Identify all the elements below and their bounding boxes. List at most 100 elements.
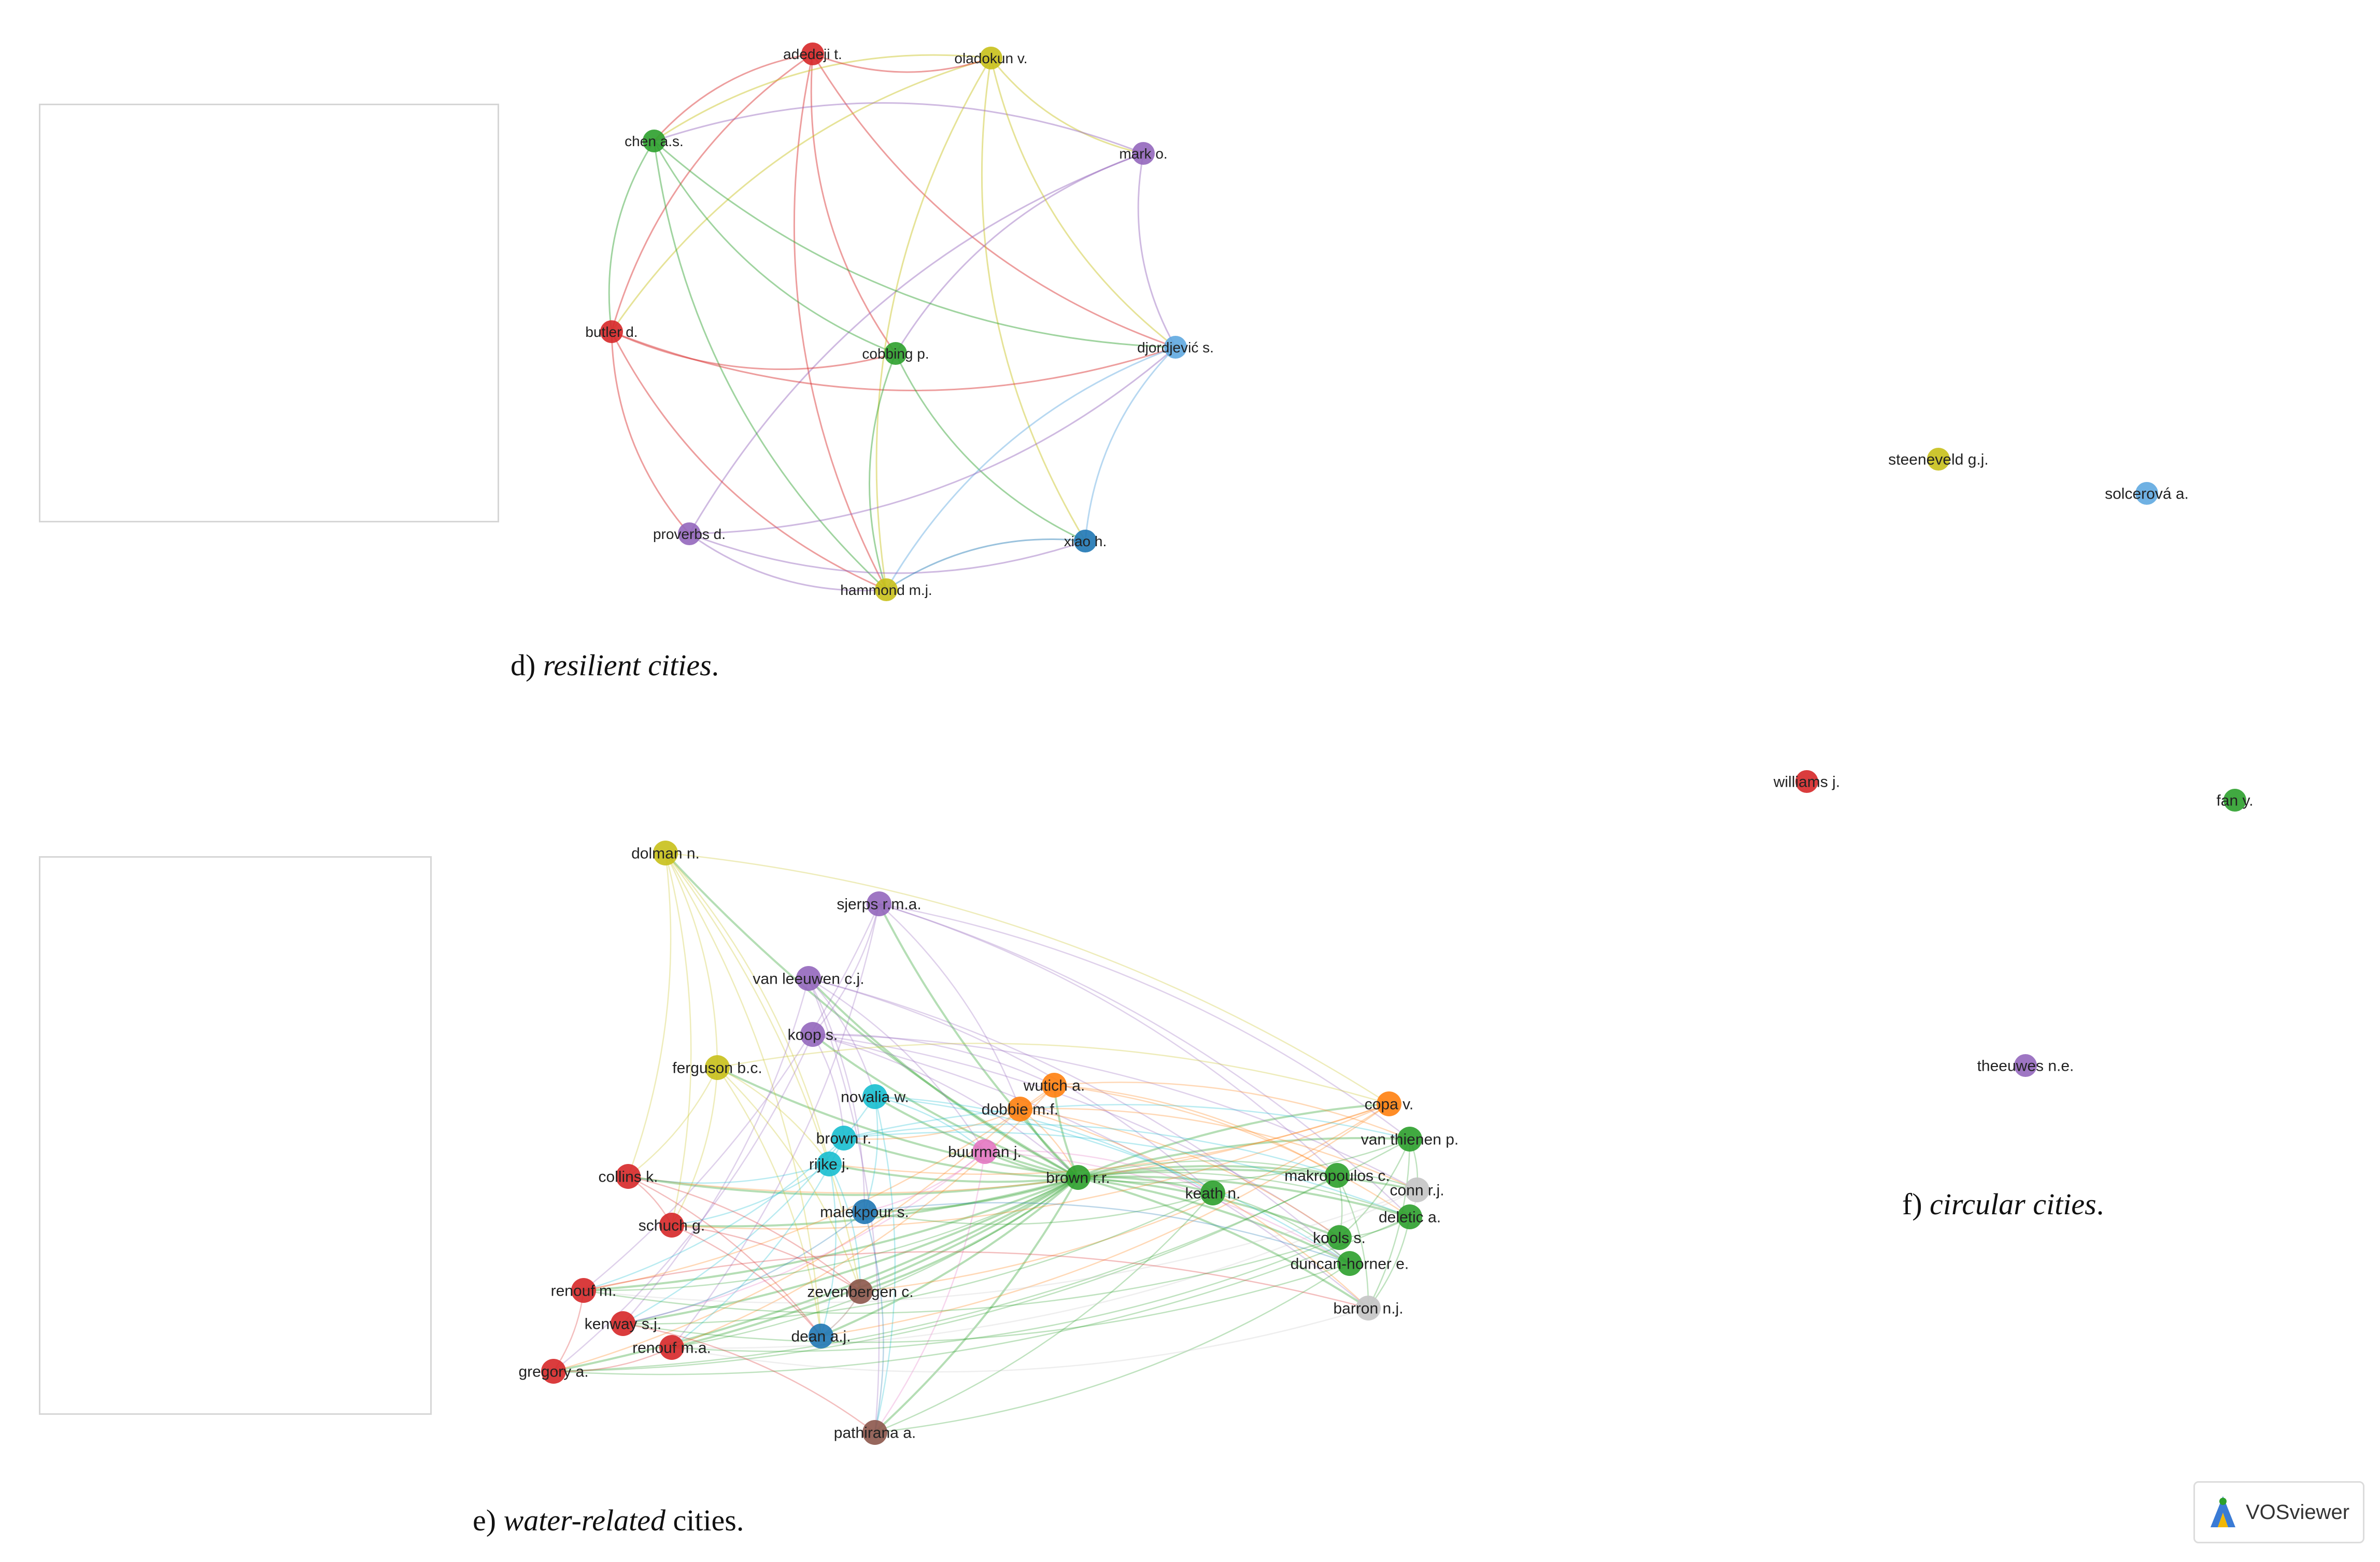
edge-e_main-102	[628, 1163, 830, 1184]
node-label: keath n.	[1185, 1185, 1241, 1202]
edge-e_main-112	[622, 1192, 1213, 1325]
edge-e_main-18	[1078, 1175, 1410, 1218]
edge-e_main-84	[671, 1103, 1390, 1230]
node-circle	[571, 1278, 596, 1303]
edge-e_main-96	[874, 1151, 986, 1433]
node-d_main-6: djordjević s.	[1137, 336, 1214, 359]
node-circle	[875, 578, 898, 601]
edge-d_main-29	[812, 53, 991, 73]
node-label: oladokun v.	[954, 50, 1027, 66]
node-label: xiao h.	[1064, 533, 1107, 549]
edge-e_main-26	[671, 1176, 1079, 1348]
edge-e_main-103	[671, 1163, 830, 1226]
node-label: chen a.s.	[625, 133, 684, 149]
node-label: pathirana a.	[834, 1425, 916, 1442]
node-circle	[653, 841, 678, 865]
edge-e_main-134	[622, 1262, 1350, 1343]
node-d_main-0: adedeji t.	[783, 42, 842, 65]
edge-d_main-13	[1137, 153, 1177, 348]
node-circle	[1066, 1165, 1090, 1190]
node-e_main-30: pathirana a.	[834, 1420, 916, 1445]
edge-e_main-45	[808, 977, 986, 1152]
edge-d_main-0	[653, 53, 813, 141]
edge-e_main-40	[879, 903, 1338, 1176]
node-e_main-23: renouf m.	[551, 1278, 616, 1303]
edge-e_main-90	[583, 1138, 844, 1291]
node-label: gregory a.	[518, 1364, 588, 1381]
edge-e_main-135	[874, 1262, 1350, 1433]
node-circle	[862, 1084, 887, 1109]
edge-d_main-18	[611, 331, 896, 370]
node-e_main-28: dean a.j.	[791, 1324, 851, 1348]
edge-e_main-111	[1212, 1192, 1350, 1264]
node-e_main-3: koop s.	[788, 1022, 838, 1047]
node-circle	[1356, 1296, 1381, 1320]
edge-e_main-109	[671, 1176, 1079, 1348]
node-circle	[659, 1335, 684, 1360]
edge-e_main-87	[843, 1104, 1410, 1140]
edge-d_main-4	[793, 53, 887, 590]
edge-e_main-46	[808, 977, 1213, 1194]
edge-d_main-12	[688, 152, 1144, 534]
node-d_main-1: oladokun v.	[954, 47, 1028, 69]
edge-e_main-27	[820, 1176, 1079, 1337]
edge-e_main-56	[812, 1033, 1369, 1309]
node-d_isolated-0: steeneveld g.j.	[1888, 448, 1989, 471]
node-e_main-7: dobbie m.f.	[982, 1097, 1058, 1121]
edge-e_main-78	[1019, 1107, 1418, 1191]
node-d_main-9: hammond m.j.	[840, 578, 932, 601]
node-circle	[796, 966, 821, 991]
node-f_isolated-2: theeuwes n.e.	[1977, 1054, 2074, 1077]
node-label: makropoulos c.	[1284, 1168, 1390, 1185]
edge-e_main-2	[808, 977, 1079, 1178]
node-e_main-9: brown r.	[816, 1126, 871, 1151]
node-e_main-17: conn r.j.	[1390, 1177, 1444, 1202]
edge-d_main-3	[810, 53, 897, 354]
node-circle	[1795, 770, 1818, 793]
edge-e_main-79	[1019, 1108, 1340, 1239]
edge-e_main-107	[1078, 1171, 1410, 1218]
edge-e_main-37	[812, 903, 880, 1035]
node-e_main-27: renouf m.a.	[632, 1335, 711, 1360]
edge-e_main-29	[874, 1177, 1079, 1433]
edge-e_main-55	[812, 1033, 1340, 1239]
node-label: malekpour s.	[820, 1204, 909, 1221]
edge-e_main-110	[864, 1192, 1213, 1225]
edge-e_main-94	[984, 1151, 1350, 1265]
edge-e_main-116	[1336, 1175, 1369, 1309]
edge-e_main-129	[553, 1216, 1410, 1375]
edge-d_main-23	[1084, 346, 1177, 542]
node-label: novalia w.	[841, 1089, 909, 1106]
node-label: kenway s.j.	[585, 1316, 661, 1333]
edge-e_main-54	[812, 1033, 1418, 1191]
node-label: duncan-horner e.	[1291, 1256, 1409, 1273]
node-label: fan y.	[2216, 792, 2253, 810]
node-e_main-12: rijke j.	[809, 1152, 849, 1176]
edge-d_main-5	[611, 57, 991, 332]
edge-d_main-21	[895, 353, 1086, 542]
node-e_main-10: buurman j.	[948, 1139, 1022, 1164]
edge-e_main-3	[812, 1033, 1079, 1178]
node-e_main-21: kools s.	[1313, 1225, 1366, 1250]
node-label: collins k.	[598, 1169, 658, 1186]
edge-e_main-95	[622, 1151, 985, 1325]
edge-e_main-75	[874, 1096, 896, 1433]
edge-e_main-61	[671, 1067, 718, 1226]
edge-e_main-93	[864, 1151, 985, 1213]
node-circle	[831, 1126, 856, 1151]
node-label: hammond m.j.	[840, 582, 932, 598]
edge-e_main-136	[583, 1251, 1369, 1309]
node-d_main-3: mark o.	[1119, 142, 1168, 165]
edge-e_main-32	[665, 853, 830, 1165]
node-label: conn r.j.	[1390, 1182, 1444, 1199]
edge-e_main-133	[671, 1237, 1340, 1352]
node-circle	[848, 1279, 873, 1304]
node-label: sjerps r.m.a.	[837, 896, 921, 913]
edge-e_main-85	[860, 1103, 1390, 1293]
edge-e_main-47	[808, 978, 866, 1212]
edge-e_main-24	[1078, 1176, 1369, 1309]
edge-e_main-23	[860, 1176, 1079, 1293]
node-label: adedeji t.	[783, 46, 842, 62]
node-circle	[801, 42, 824, 65]
edge-e_main-41	[879, 903, 1410, 1217]
